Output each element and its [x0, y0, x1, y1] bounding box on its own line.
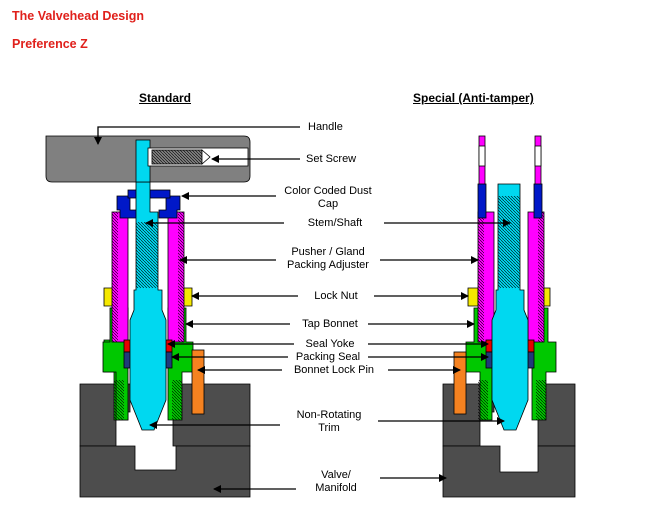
label-trim-line1: Non-Rotating [296, 409, 362, 421]
standard-leaders [94, 126, 300, 493]
label-bonnet-lock-pin: Bonnet Lock Pin [293, 364, 375, 376]
label-trim-line2: Trim [318, 422, 340, 434]
special-dust-cap [477, 183, 487, 219]
label-valve-manifold: Valve/ Manifold [296, 469, 376, 495]
label-lock-nut: Lock Nut [314, 290, 358, 302]
label-pusher-line1: Pusher / Gland [291, 246, 365, 258]
label-stem: Stem/Shaft [307, 217, 363, 229]
label-dust-cap-line1: Color Coded Dust [284, 185, 372, 197]
label-set-screw: Set Screw [306, 153, 357, 165]
special-lock-pin [453, 351, 467, 415]
label-pusher: Pusher / Gland Packing Adjuster [274, 246, 382, 272]
label-valve-line2: Manifold [315, 482, 357, 494]
standard-dust-cap [116, 195, 139, 219]
standard-heading: Standard [139, 91, 192, 105]
page-subtitle: Preference Z [12, 37, 88, 51]
standard-valve [45, 135, 251, 498]
label-seal-yoke: Seal Yoke [305, 338, 355, 350]
label-tap-bonnet: Tap Bonnet [302, 318, 358, 330]
label-trim: Non-Rotating Trim [284, 409, 374, 435]
page-title: The Valvehead Design [12, 9, 144, 23]
special-lock-nut [467, 287, 479, 307]
label-valve-line1: Valve/ [321, 469, 351, 481]
label-pusher-line2: Packing Adjuster [287, 259, 369, 271]
special-valve [442, 135, 576, 498]
label-packing-seal: Packing Seal [295, 351, 361, 363]
special-leaders [368, 219, 511, 482]
standard-lock-pin [191, 349, 205, 415]
label-handle: Handle [308, 121, 343, 133]
label-dust-cap: Color Coded Dust Cap [272, 185, 384, 211]
special-heading: Special (Anti-tamper) [413, 91, 534, 105]
label-dust-cap-line2: Cap [317, 198, 339, 210]
